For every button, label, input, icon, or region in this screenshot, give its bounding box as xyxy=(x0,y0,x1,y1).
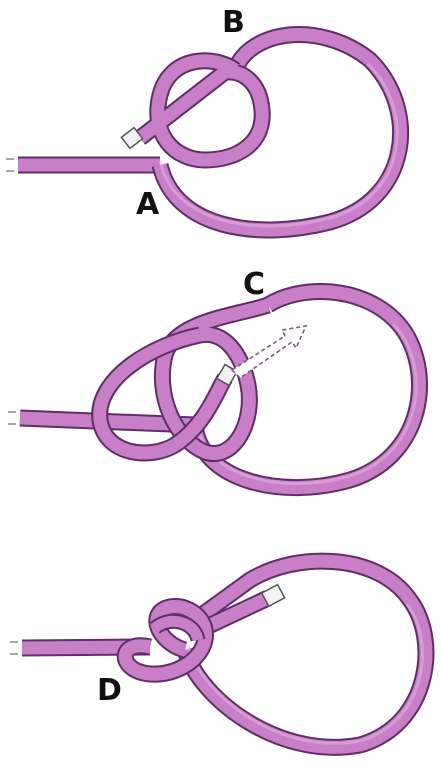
large-loop-3 xyxy=(185,561,426,747)
label-b: B xyxy=(222,5,245,40)
small-loop-1 xyxy=(140,61,262,160)
knot-3 xyxy=(125,607,205,675)
step-1-figure: A B xyxy=(6,5,401,230)
step-3-figure: D xyxy=(10,561,426,747)
label-d: D xyxy=(97,673,122,708)
label-c: C xyxy=(243,267,265,302)
label-a: A xyxy=(136,187,160,222)
step-2-figure: C xyxy=(8,267,419,488)
